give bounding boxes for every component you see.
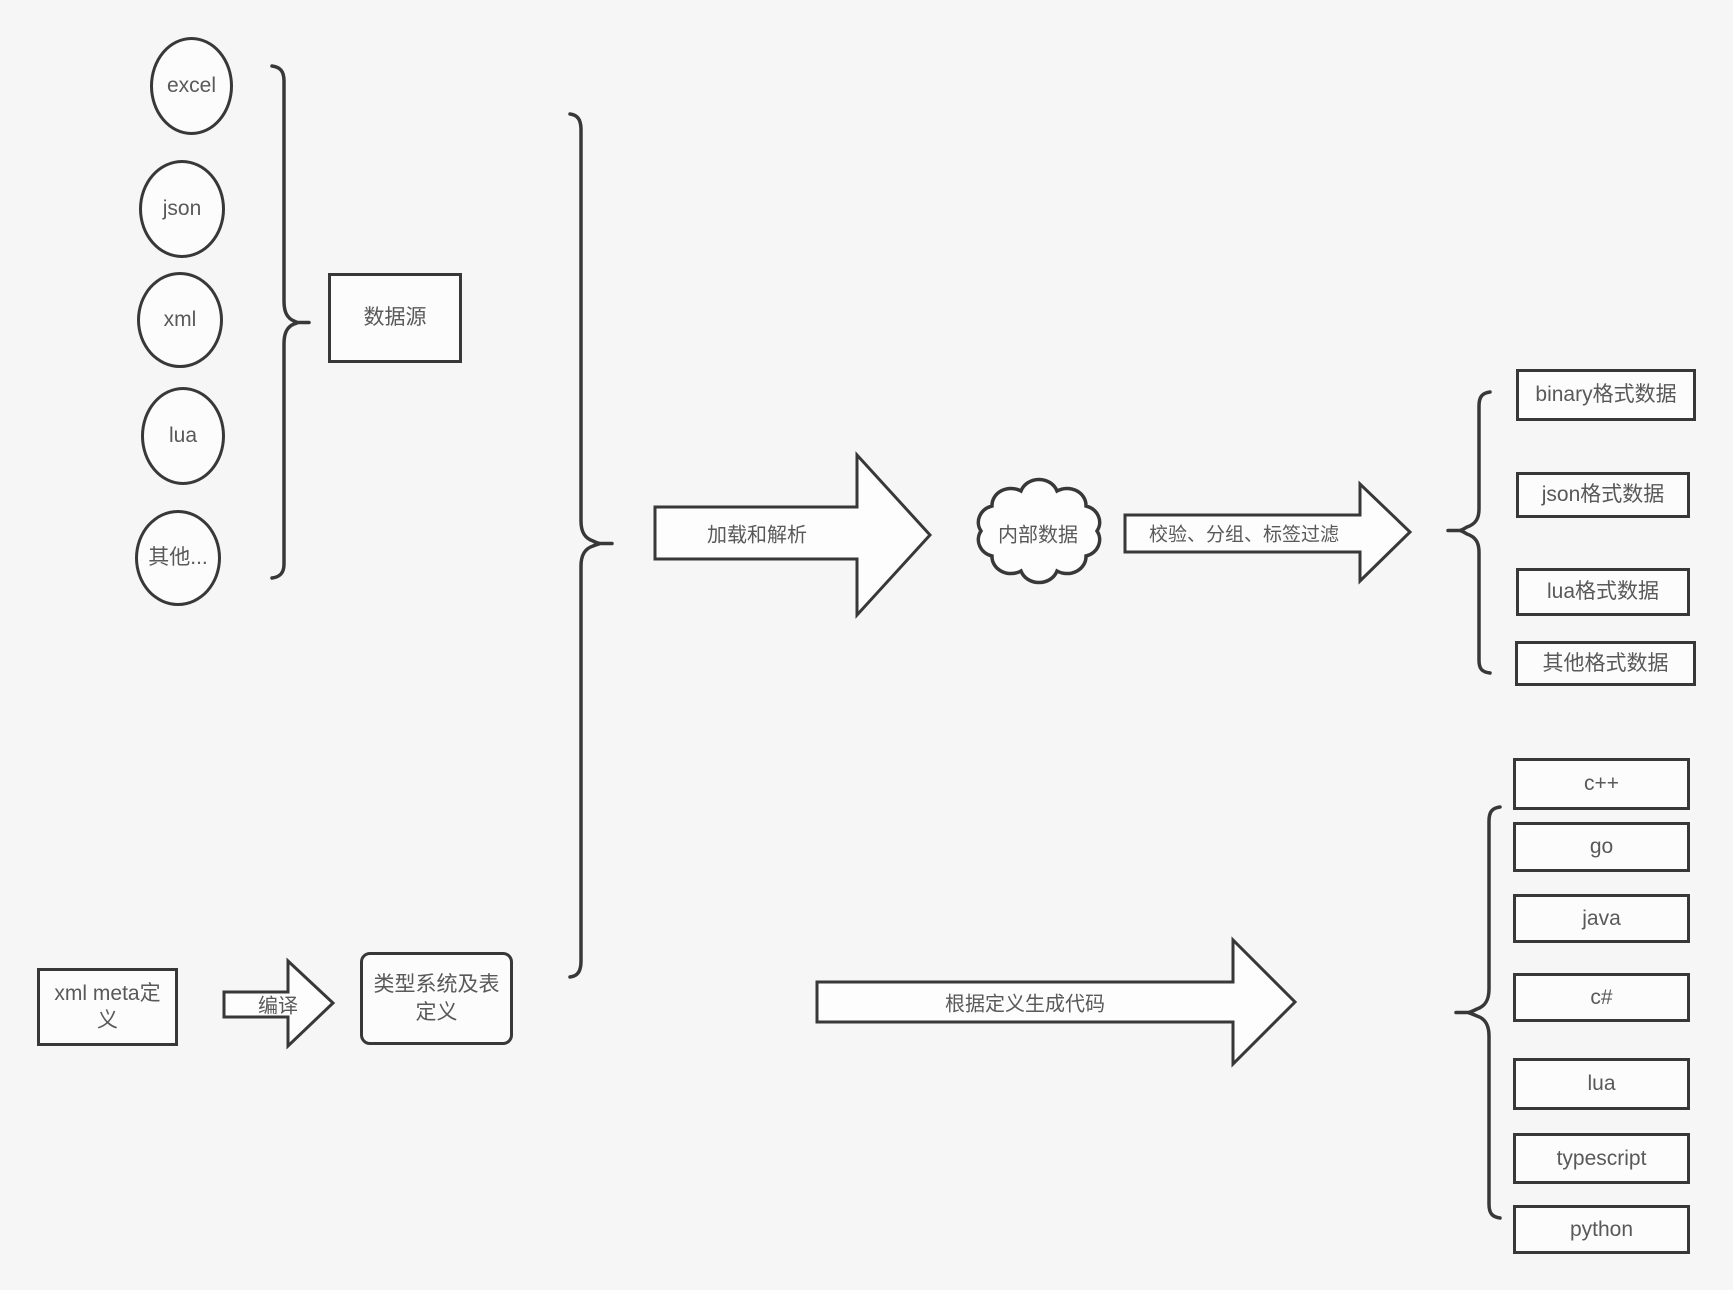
source-label-excel: excel xyxy=(166,74,217,98)
language-box-typescript: typescript xyxy=(1513,1133,1690,1184)
sources-group-brace xyxy=(270,64,311,580)
languages-group-brace xyxy=(1454,805,1502,1220)
format-label-other: 其他格式数据 xyxy=(1542,651,1669,675)
language-box-lua: lua xyxy=(1513,1058,1690,1110)
language-box-go: go xyxy=(1513,822,1690,872)
format-label-binary: binary格式数据 xyxy=(1535,383,1677,407)
language-box-csharp: c# xyxy=(1513,973,1690,1022)
language-box-cpp: c++ xyxy=(1513,758,1690,810)
codegen-arrow xyxy=(815,936,1298,1068)
xml-meta-label: xml meta定义 xyxy=(54,981,161,1032)
language-label-typescript: typescript xyxy=(1556,1146,1647,1170)
format-label-json: json格式数据 xyxy=(1541,483,1665,507)
source-ellipse-xml: xml xyxy=(137,272,223,368)
format-box-lua: lua格式数据 xyxy=(1516,568,1690,616)
compile-arrow xyxy=(222,957,336,1050)
language-label-csharp: c# xyxy=(1590,985,1613,1009)
format-box-other: 其他格式数据 xyxy=(1515,641,1696,686)
codegen-arrow-label: 根据定义生成代码 xyxy=(945,993,1105,1016)
type-system-box: 类型系统及表定义 xyxy=(360,952,513,1045)
filter-arrow-label: 校验、分组、标签过滤 xyxy=(1148,524,1340,546)
language-label-java: java xyxy=(1582,906,1621,930)
source-label-other: 其他... xyxy=(148,546,208,570)
language-box-java: java xyxy=(1513,894,1690,943)
type-system-label: 类型系统及表定义 xyxy=(373,973,500,1024)
source-ellipse-json: json xyxy=(139,160,225,258)
data-source-label: 数据源 xyxy=(363,306,427,330)
compile-arrow-label: 编译 xyxy=(258,995,298,1018)
format-box-json: json格式数据 xyxy=(1516,472,1690,518)
source-label-lua: lua xyxy=(168,424,198,448)
load-parse-arrow xyxy=(653,451,933,619)
internal-data-cloud-label: 内部数据 xyxy=(998,524,1078,547)
language-label-python: python xyxy=(1569,1217,1634,1241)
language-label-go: go xyxy=(1589,835,1614,859)
xml-meta-box: xml meta定义 xyxy=(37,968,178,1046)
data-source-box: 数据源 xyxy=(328,273,462,363)
filter-arrow xyxy=(1123,480,1413,585)
formats-group-brace xyxy=(1446,390,1492,675)
language-label-cpp: c++ xyxy=(1583,772,1620,796)
internal-data-cloud xyxy=(976,477,1102,585)
source-ellipse-excel: excel xyxy=(150,37,233,135)
language-label-lua: lua xyxy=(1587,1072,1616,1096)
source-ellipse-other: 其他... xyxy=(135,510,221,606)
load-parse-arrow-label: 加载和解析 xyxy=(707,524,807,547)
source-ellipse-lua: lua xyxy=(141,387,225,485)
language-box-python: python xyxy=(1513,1205,1690,1254)
source-label-xml: xml xyxy=(163,308,197,332)
main-input-brace xyxy=(568,112,614,979)
format-box-binary: binary格式数据 xyxy=(1516,369,1696,421)
format-label-lua: lua格式数据 xyxy=(1546,580,1660,604)
source-label-json: json xyxy=(162,197,202,221)
